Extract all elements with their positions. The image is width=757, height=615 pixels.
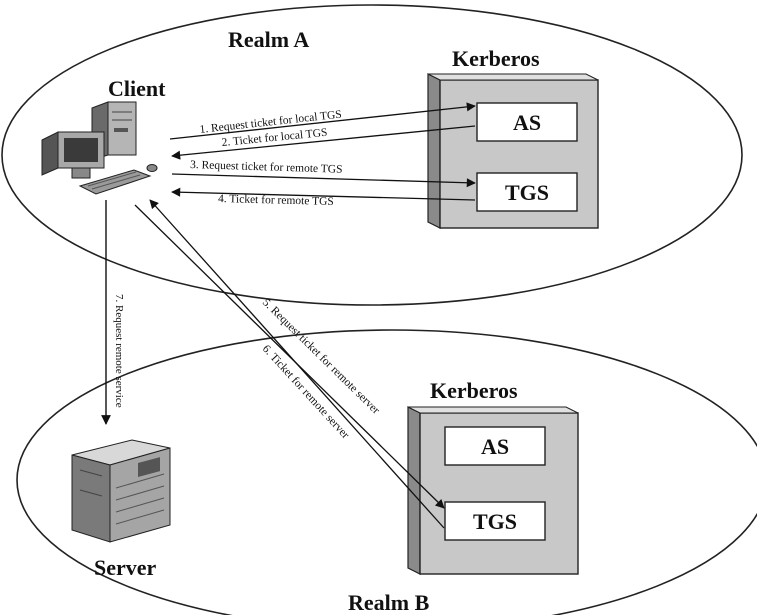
arrow-m2 (171, 125, 476, 160)
client-label: Client (108, 76, 166, 101)
server-tower-icon (71, 439, 171, 543)
kerberos-a-as-box (476, 102, 578, 142)
realm-b-title: Realm B (348, 590, 430, 615)
kerberos-a-as-label: AS (513, 110, 541, 135)
desktop-computer-icon (41, 101, 158, 195)
message-7-label: 7. Request remote service (113, 294, 125, 408)
message-4-label: 4. Ticket for remote TGS (218, 193, 334, 208)
kerberos-b-title: Kerberos (430, 378, 518, 403)
kerberos-b-tgs-box (444, 501, 546, 541)
kerberos-b-as-label: AS (481, 434, 509, 459)
arrow-m3 (171, 173, 476, 188)
kerberos-a-title: Kerberos (452, 46, 540, 71)
realm-a-title: Realm A (228, 27, 309, 52)
arrow-m6 (149, 199, 445, 529)
arrow-m1 (169, 102, 476, 140)
kerberos-b-tgs-label: TGS (473, 509, 517, 534)
message-3-label: 3. Request ticket for remote TGS (190, 159, 343, 176)
server-label: Server (94, 555, 157, 580)
kerberos-a-tgs-box (476, 172, 578, 212)
kerberos-a-tgs-label: TGS (505, 180, 549, 205)
arrow-m4 (171, 187, 476, 201)
kerberos-b-as-box (444, 426, 546, 466)
